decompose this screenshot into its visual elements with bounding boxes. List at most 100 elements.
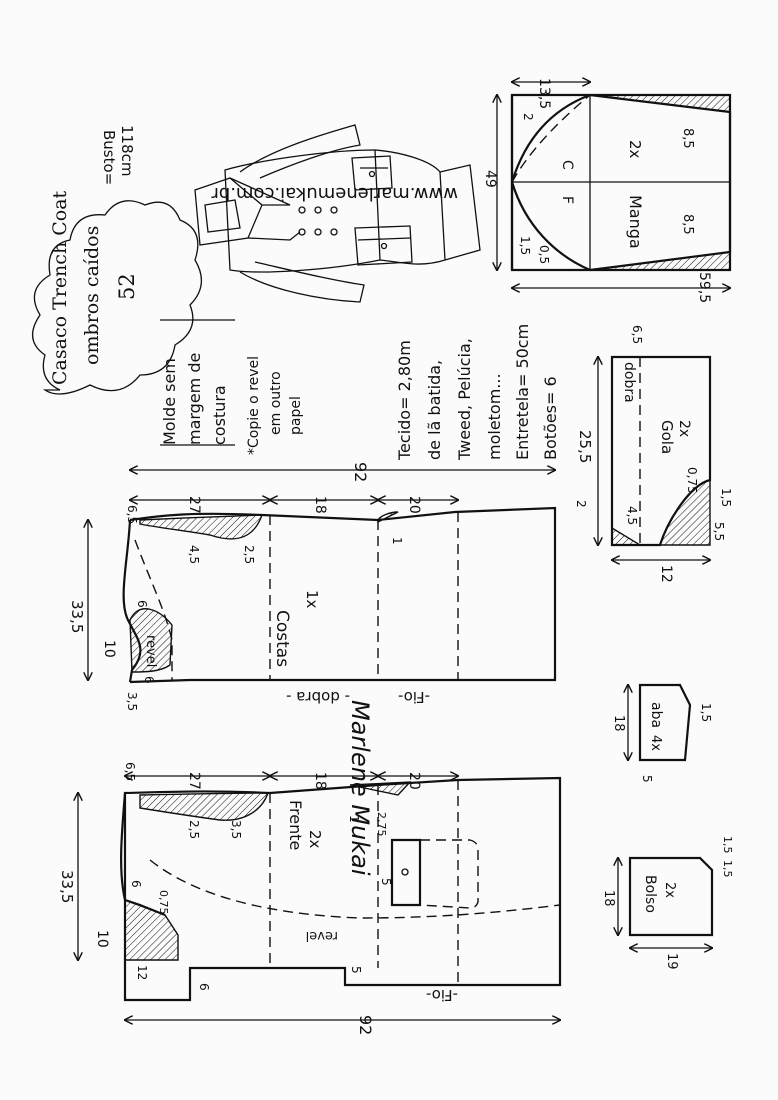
costas-qty: 1x xyxy=(303,590,321,609)
aba-dim-2: 1,5 xyxy=(699,703,713,722)
materials-line4: moletom... xyxy=(485,373,504,460)
revel-note: *Copie o revel em outro papel xyxy=(246,356,304,455)
gola-dim-5: 1,5 xyxy=(719,488,733,507)
manga-name: Manga xyxy=(626,195,645,249)
revel-line1: *Copie o revel xyxy=(246,356,262,455)
aba-name: aba xyxy=(648,702,664,728)
frente-dim-15: 5 xyxy=(379,878,393,886)
gola-name: Gola xyxy=(658,420,676,454)
bolso-qty: 2x xyxy=(662,882,677,898)
manga-label-c: C xyxy=(559,160,575,170)
costas-dim-11: 2 xyxy=(574,500,588,508)
busto-value: 118cm xyxy=(118,125,136,177)
frente-dim-10: 0,75 xyxy=(157,890,170,915)
bolso-dim-0: 18 xyxy=(601,890,616,907)
molde-line3: costura xyxy=(210,385,229,445)
costas-dim-1: 33,5 xyxy=(68,600,86,633)
title-line2: ombros caídos xyxy=(81,226,103,365)
molde-note: Molde sem margem de costura xyxy=(160,319,235,446)
costas-grain: -Fio- xyxy=(398,688,430,706)
aba-piece: aba 4x 18 5 1,5 xyxy=(611,683,713,783)
frente-name: Frente xyxy=(286,800,305,850)
frente-dim-14: 1 xyxy=(347,815,361,823)
aba-qty: 4x xyxy=(648,735,663,751)
manga-dim-4: 1,5 xyxy=(518,236,532,255)
molde-line1: Molde sem xyxy=(160,358,179,445)
costas-dim-10: 3,5 xyxy=(125,692,139,711)
title-line1: Casaco Trench Coat xyxy=(49,190,71,385)
coat-sketch xyxy=(194,124,481,303)
gola-dim-3: 4,5 xyxy=(625,506,639,525)
manga-dim-7: 8,5 xyxy=(680,214,695,235)
frente-dim-9: 6 xyxy=(129,880,143,888)
frente-dim-7: 3,5 xyxy=(229,820,243,839)
bolso-name: Bolso xyxy=(642,875,658,913)
costas-dim-13: 6 xyxy=(142,676,156,684)
frente-dim-5: 6,5 xyxy=(123,762,137,781)
costas-dim-4: 20 xyxy=(406,496,422,514)
revel-line3: papel xyxy=(288,396,304,435)
costas-dim-0: 92 xyxy=(351,462,370,482)
frente-dim-16: 6 xyxy=(197,983,211,991)
aba-dim-1: 5 xyxy=(640,775,654,783)
manga-piece: C F Manga 2x 13,5 49 59,5 2 1,5 0,5 8,5 … xyxy=(482,78,732,303)
manga-dim-0: 13,5 xyxy=(536,78,552,109)
frente-dim-8: 10 xyxy=(94,930,110,948)
frente-dim-13: 2,75 xyxy=(375,812,388,837)
frente-dim-11: 12 xyxy=(135,965,149,980)
gola-dim-6: 5,5 xyxy=(712,522,726,541)
frente-dim-2: 27 xyxy=(186,772,202,790)
busto-note: Busto= 118cm xyxy=(100,125,136,185)
revel-line2: em outro xyxy=(268,371,284,435)
bolso-dim-2: 1,5 xyxy=(721,836,734,854)
costas-dim-3: 18 xyxy=(312,496,328,514)
bolso-dim-1: 19 xyxy=(664,953,679,970)
aba-dim-0: 18 xyxy=(611,715,626,732)
frente-dim-6: 2,5 xyxy=(187,820,201,839)
costas-fold: - dobra - xyxy=(286,688,350,706)
gola-piece: dobra Gola 2x 25,5 6,5 12 4,5 0,75 1,5 5… xyxy=(576,325,733,583)
bolso-dim-3: 1,5 xyxy=(721,860,734,878)
costas-dim-2: 27 xyxy=(186,496,202,514)
frente-dim-0: 92 xyxy=(356,1015,375,1035)
manga-dim-1: 49 xyxy=(482,170,498,188)
gola-dim-2: 12 xyxy=(658,565,674,583)
molde-line2: margem de xyxy=(185,353,204,445)
frente-grain: -Fio- xyxy=(426,986,458,1004)
manga-dim-2: 59,5 xyxy=(696,272,712,303)
costas-dim-8: 10 xyxy=(101,640,117,658)
costas-dim-6: 4,5 xyxy=(187,545,201,564)
costas-piece: Costas 1x - dobra - -Fio- revel 92 33,5 … xyxy=(68,462,588,711)
costas-name: Costas xyxy=(272,610,292,667)
frente-revel: revel xyxy=(306,928,338,943)
manga-dim-6: 8,5 xyxy=(680,128,695,149)
gola-qty: 2x xyxy=(676,420,692,437)
website-text: www.marlenemukai.com.br xyxy=(211,183,458,204)
frente-dim-4: 20 xyxy=(406,772,422,790)
frente-qty: 2x xyxy=(306,830,324,849)
frente-dim-12: 5 xyxy=(349,966,363,974)
gola-fold: dobra xyxy=(621,362,637,403)
materials-line5: Entretela= 50cm xyxy=(513,324,532,460)
materials-line2: de lã batida, xyxy=(425,360,444,460)
materials-line6: Botões= 6 xyxy=(541,376,560,460)
costas-dim-7: 2,5 xyxy=(242,545,256,564)
bolso-piece: Bolso 2x 18 19 1,5 1,5 xyxy=(601,836,734,970)
costas-dim-12: 1 xyxy=(390,537,404,545)
manga-qty: 2x xyxy=(626,140,644,159)
costas-dim-5: 6,5 xyxy=(125,505,139,524)
costas-revel: revel xyxy=(143,635,158,667)
frente-piece: Frente 2x -Fio- revel 92 33,5 27 18 20 6… xyxy=(58,762,562,1035)
gola-dim-1: 6,5 xyxy=(630,325,644,344)
materials-note: Tecido= 2,80m de lã batida, Tweed, Pelúc… xyxy=(395,324,560,461)
title-cloud: Casaco Trench Coat ombros caídos 52 xyxy=(32,190,202,395)
manga-dim-3: 2 xyxy=(521,113,535,121)
manga-dim-5: 0,5 xyxy=(537,245,551,264)
manga-label-f: F xyxy=(559,196,575,204)
materials-line3: Tweed, Pelúcia, xyxy=(455,338,474,461)
frente-dim-3: 18 xyxy=(312,772,328,790)
busto-label: Busto= xyxy=(100,130,118,185)
title-size: 52 xyxy=(115,273,139,300)
